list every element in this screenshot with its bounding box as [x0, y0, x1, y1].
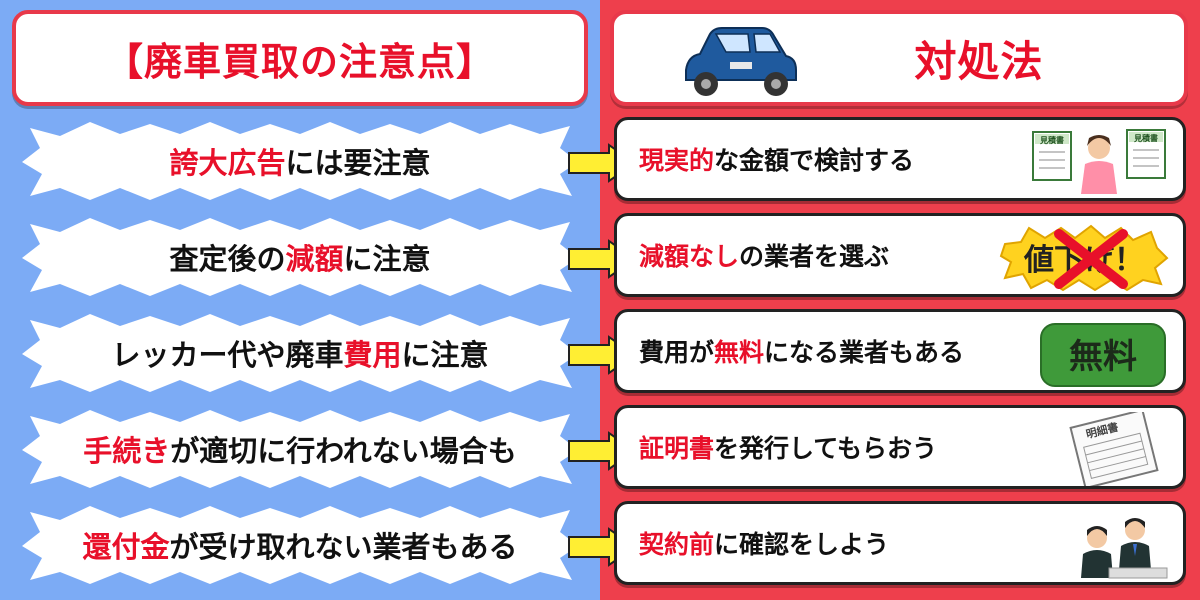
solution-text-1: 現実的な金額で検討する — [639, 120, 914, 198]
solution-card-5: 契約前に確認をしよう — [614, 501, 1186, 585]
solution-highlight-5: 契約前 — [639, 530, 715, 559]
solution-card-3: 費用が無料になる業者もある 無料 — [614, 309, 1186, 393]
warning-highlight-2: 減額 — [285, 242, 344, 276]
right-title-panel: 対処法 — [610, 10, 1188, 106]
solution-text-4: 証明書を発行してもらおう — [639, 408, 937, 486]
warning-rest-3: に注意 — [401, 338, 489, 372]
no-price-cut-stamp: 値下げ！ — [999, 224, 1169, 292]
warning-pre-2: 査定後の — [169, 242, 286, 276]
warning-rest-2: に注意 — [343, 242, 431, 276]
warning-text-5: 還付金が受け取れない業者もある — [20, 502, 580, 588]
solution-pre-3: 費用が — [639, 338, 715, 367]
warning-highlight-1: 誇大広告 — [169, 146, 286, 180]
solution-rest-3: になる業者もある — [764, 338, 965, 367]
statement-document-illustration: 明細書 — [1069, 412, 1159, 486]
left-title: 【廃車買取の注意点】 — [104, 39, 495, 84]
solution-text-5: 契約前に確認をしよう — [639, 504, 889, 582]
estimate-signs-illustration: 見積書 見積書 — [1032, 129, 1166, 194]
solution-rest-5: に確認をしよう — [714, 530, 890, 559]
warning-burst-1: 誇大広告には要注意 — [20, 118, 580, 204]
business-meeting-illustration — [1081, 518, 1168, 579]
warning-pre-3: レッカー代や廃車 — [111, 338, 344, 372]
solution-highlight-2: 減額なし — [639, 242, 740, 271]
warning-rest-1: には要注意 — [285, 146, 431, 180]
warning-highlight-5: 還付金 — [82, 530, 170, 564]
car-icon — [685, 27, 797, 96]
warning-text-1: 誇大広告には要注意 — [20, 118, 580, 204]
free-badge-label: 無料 — [1069, 337, 1137, 377]
solution-rest-4: を発行してもらおう — [714, 434, 938, 463]
right-title: 対処法 — [914, 36, 1044, 86]
warning-highlight-3: 費用 — [343, 338, 402, 372]
estimate-sign-right-label: 見積書 — [1133, 133, 1158, 143]
solution-highlight-1: 現実的 — [639, 146, 715, 175]
estimate-sign-left-label: 見積書 — [1039, 135, 1064, 145]
warning-burst-2: 査定後の減額に注意 — [20, 214, 580, 300]
solution-highlight-3: 無料 — [714, 338, 765, 367]
warning-rest-4: が適切に行われない場合も — [170, 434, 517, 468]
solution-text-2: 減額なしの業者を選ぶ — [639, 216, 889, 294]
warning-text-2: 査定後の減額に注意 — [20, 214, 580, 300]
free-badge: 無料 — [1040, 323, 1166, 387]
solution-text-3: 費用が無料になる業者もある — [639, 312, 964, 390]
warning-burst-4: 手続きが適切に行われない場合も — [20, 406, 580, 492]
solution-rest-1: な金額で検討する — [714, 146, 915, 175]
left-title-panel: 【廃車買取の注意点】 — [12, 10, 588, 106]
warning-burst-5: 還付金が受け取れない業者もある — [20, 502, 580, 588]
solution-highlight-4: 証明書 — [639, 434, 715, 463]
warning-rest-5: が受け取れない業者もある — [169, 530, 518, 564]
solution-card-4: 証明書を発行してもらおう 明細書 — [614, 405, 1186, 489]
solution-card-1: 現実的な金額で検討する 見積書 見積書 — [614, 117, 1186, 201]
warning-highlight-4: 手続き — [83, 434, 171, 468]
warning-burst-3: レッカー代や廃車費用に注意 — [20, 310, 580, 396]
warning-text-3: レッカー代や廃車費用に注意 — [20, 310, 580, 396]
solution-rest-2: の業者を選ぶ — [739, 242, 890, 271]
warning-text-4: 手続きが適切に行われない場合も — [20, 406, 580, 492]
